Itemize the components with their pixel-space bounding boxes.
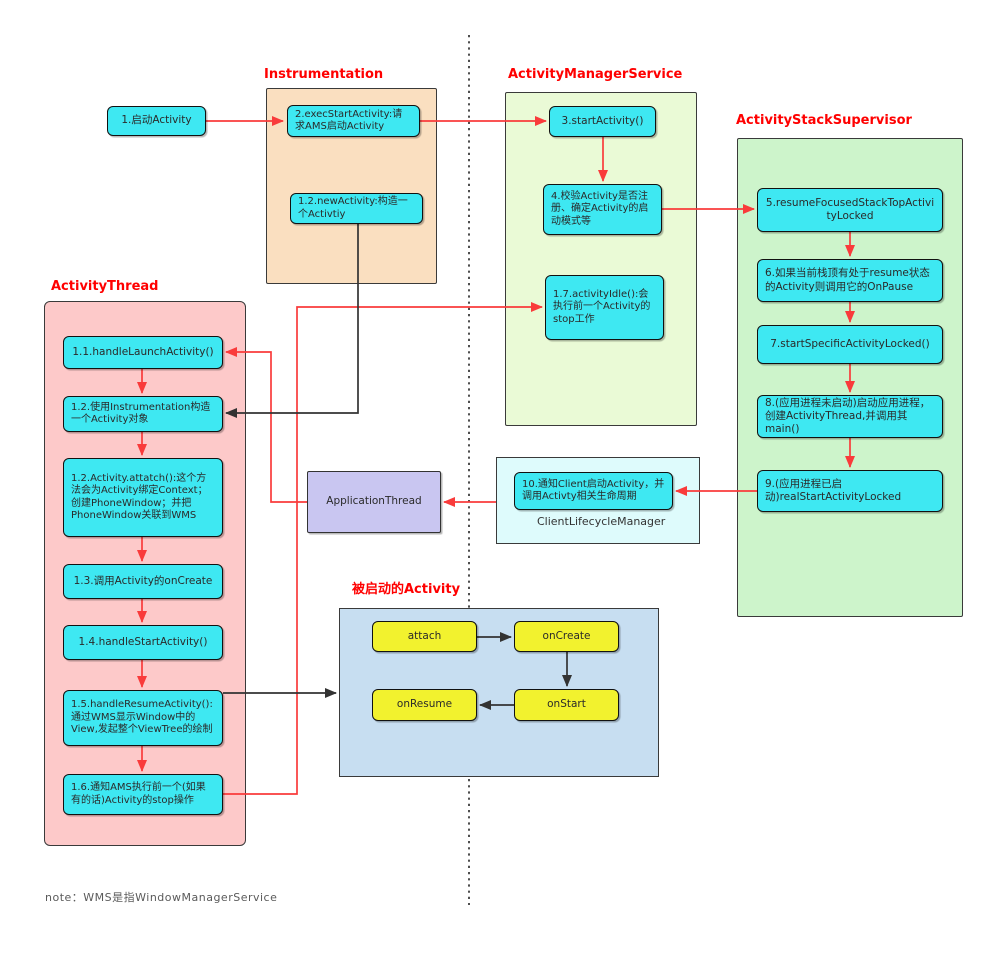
node-handle-resume-activity: 1.5.handleResumeActivity():通过WMS显示Window… bbox=[63, 690, 223, 746]
section-activity-manager-service bbox=[505, 92, 697, 426]
node-activity-attach: 1.2.Activity.attatch():这个方法会为Activity绑定C… bbox=[63, 458, 223, 537]
node-resume-focused-stack-top: 5.resumeFocusedStackTopActivityLocked bbox=[757, 188, 943, 232]
node-new-activity: 1.2.newActivity:构造一个Activtiy bbox=[290, 193, 423, 224]
node-handle-launch-activity: 1.1.handleLaunchActivity() bbox=[63, 336, 223, 369]
node-activity-idle: 1.7.activityIdle():会执行前一个Activity的stop工作 bbox=[545, 275, 664, 340]
node-pause-top-activity: 6.如果当前栈顶有处于resume状态的Activity则调用它的OnPause bbox=[757, 259, 943, 302]
node-notify-stop: 1.6.通知AMS执行前一个(如果有的话)Activity的stop操作 bbox=[63, 774, 223, 815]
node-oncreate: onCreate bbox=[514, 621, 619, 652]
label-activity-thread: ActivityThread bbox=[51, 279, 159, 294]
node-check-activity: 4.校验Activity是否注册、确定Activity的启动模式等 bbox=[543, 184, 662, 235]
node-application-thread: ApplicationThread bbox=[307, 471, 441, 533]
label-activity-manager-service: ActivityManagerService bbox=[508, 67, 683, 82]
node-real-start-activity: 9.(应用进程已启动)realStartActivityLocked bbox=[757, 470, 943, 512]
label-activity-stack-supervisor: ActivityStackSupervisor bbox=[736, 113, 912, 128]
node-onresume: onResume bbox=[372, 689, 477, 721]
label-client-lifecycle-manager: ClientLifecycleManager bbox=[537, 515, 666, 528]
node-start: 1.启动Activity bbox=[107, 106, 206, 136]
label-instrumentation: Instrumentation bbox=[264, 67, 384, 82]
node-create-process: 8.(应用进程未启动)启动应用进程，创建ActivityThread,并调用其m… bbox=[757, 395, 943, 438]
node-call-oncreate: 1.3.调用Activity的onCreate bbox=[63, 564, 223, 599]
node-notify-client: 10.通知Client启动Activity，并调用Activty相关生命周期 bbox=[514, 472, 673, 510]
node-onstart: onStart bbox=[514, 689, 619, 721]
label-started-activity: 被启动的Activity bbox=[352, 582, 461, 597]
node-start-activity: 3.startActivity() bbox=[549, 106, 656, 137]
footnote-wms: note：WMS是指WindowManagerService bbox=[45, 891, 278, 904]
node-create-with-instrumentation: 1.2.使用Instrumentation构造一个Activity对象 bbox=[63, 396, 223, 432]
node-attach: attach bbox=[372, 621, 477, 652]
node-handle-start-activity: 1.4.handleStartActivity() bbox=[63, 625, 223, 660]
node-start-specific-activity: 7.startSpecificActivityLocked() bbox=[757, 325, 943, 364]
node-exec-start-activity: 2.execStartActivity:请求AMS启动Activity bbox=[287, 105, 420, 137]
